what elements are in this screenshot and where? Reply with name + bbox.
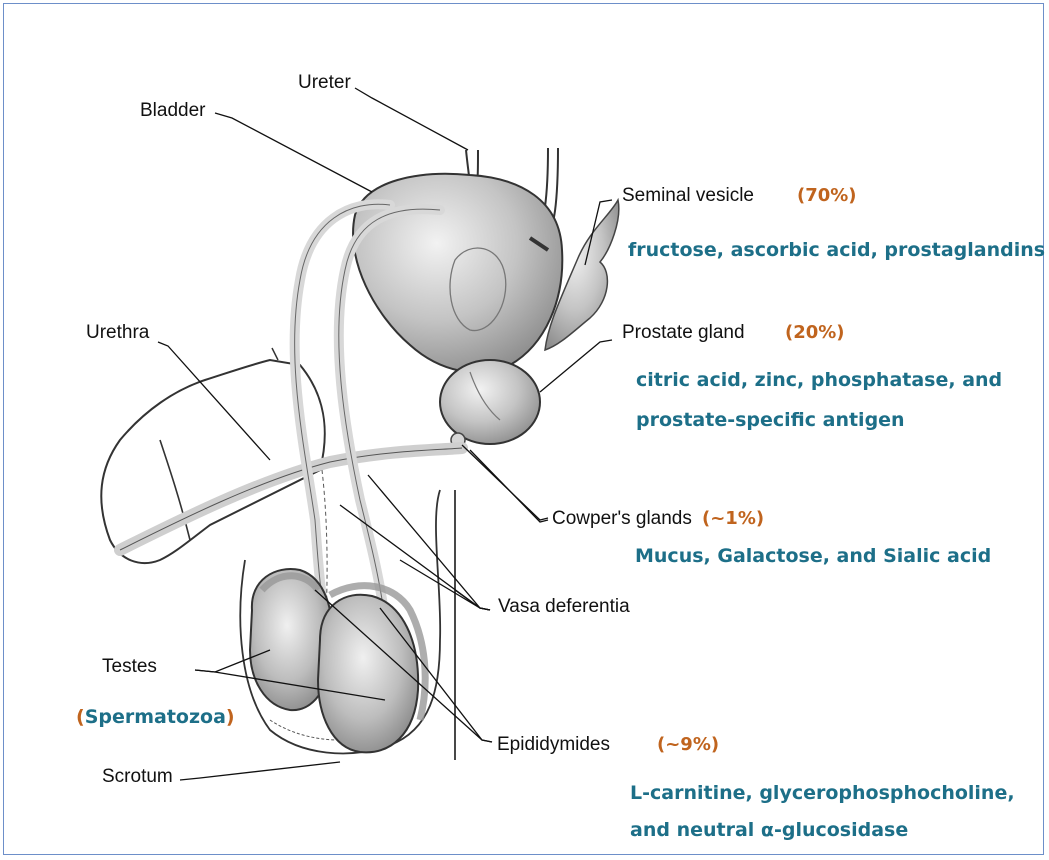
testis-right-shape	[318, 595, 418, 753]
urethra-label: Urethra	[86, 322, 149, 344]
vasa-deferentia-label: Vasa deferentia	[498, 596, 630, 618]
prostate-gland-description-line2: prostate-specific antigen	[636, 404, 905, 437]
bladder-label: Bladder	[140, 100, 206, 122]
testes-content-open-paren: (	[76, 706, 85, 728]
scrotum-label: Scrotum	[102, 766, 173, 788]
seminal-vesicle-percent: (70%)	[797, 185, 857, 206]
testes-content: (Spermatozoa)	[76, 701, 235, 734]
prostate-gland-label: Prostate gland	[622, 322, 745, 344]
cowpers-glands-description: Mucus, Galactose, and Sialic acid	[635, 540, 991, 573]
cowpers-glands-percent: (~1%)	[702, 508, 764, 529]
epididymides-label: Epididymides	[497, 734, 610, 756]
epididymides-description-line2: and neutral α-glucosidase	[630, 814, 908, 847]
epididymides-percent: (~9%)	[657, 734, 719, 755]
cowpers-glands-label: Cowper's glands	[552, 508, 692, 530]
seminal-vesicle-description: fructose, ascorbic acid, prostaglandins	[628, 234, 1045, 267]
prostate-gland-description-line1: citric acid, zinc, phosphatase, and	[636, 364, 1002, 397]
epididymides-description-line1: L-carnitine, glycerophosphocholine,	[630, 777, 1015, 810]
testes-label: Testes	[102, 656, 157, 678]
prostate-gland-percent: (20%)	[785, 322, 845, 343]
ureter-label: Ureter	[298, 72, 351, 94]
prostate-gland-shape	[440, 360, 540, 444]
testes-content-text: Spermatozoa	[85, 706, 226, 728]
penis-shape	[101, 360, 325, 563]
seminal-vesicle-label: Seminal vesicle	[622, 185, 754, 207]
testes-content-close-paren: )	[226, 706, 235, 728]
